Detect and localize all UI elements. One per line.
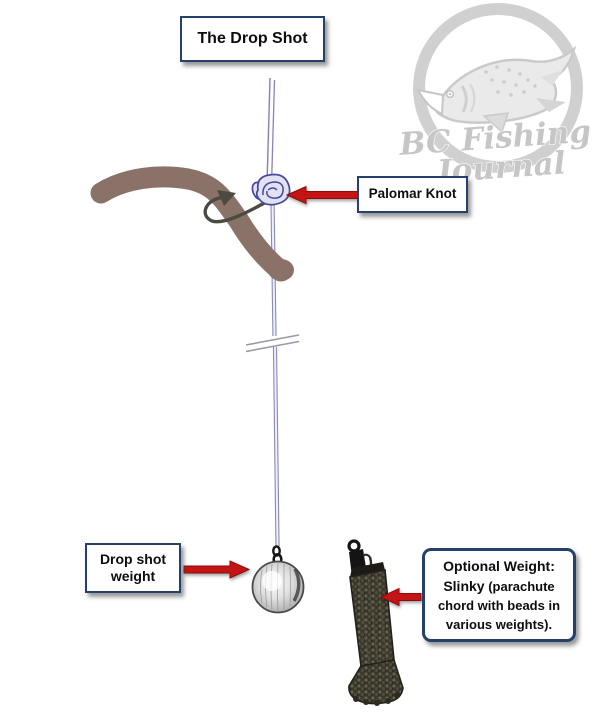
hook-icon xyxy=(203,190,270,224)
fish-icon xyxy=(416,45,577,134)
worm-graphic xyxy=(90,166,294,282)
optional-weight-line3: chord with beads in xyxy=(437,597,561,613)
slinky-arrow xyxy=(379,587,422,607)
line-break-mark xyxy=(245,334,300,353)
dropshot-arrow xyxy=(183,560,251,579)
diagram-title: The Drop Shot xyxy=(197,30,308,47)
palomar-knot-text: Palomar Knot xyxy=(368,186,457,202)
palomar-knot-graphic xyxy=(251,173,291,206)
optional-weight-line4: various weights). xyxy=(445,616,553,632)
palomar-arrow xyxy=(285,185,359,205)
optional-weight-line2: Slinky (parachute xyxy=(443,576,554,597)
optional-weight-parachute: (parachute xyxy=(484,578,555,594)
fishing-line-upper xyxy=(265,77,276,187)
logo-watermark: BC Fishing Journal xyxy=(397,3,593,191)
optional-weight-line1: Optional Weight: xyxy=(443,557,555,574)
slinky-weight-graphic xyxy=(347,539,404,706)
optional-weight-slinky: Slinky xyxy=(443,577,485,594)
title-box: The Drop Shot xyxy=(180,16,325,62)
dropshot-weight-graphic xyxy=(251,545,305,614)
dropshot-weight-text-line1: Drop shot xyxy=(99,550,167,567)
optional-weight-label: Optional Weight: Slinky (parachute chord… xyxy=(422,548,576,642)
dropshot-weight-label: Drop shot weight xyxy=(85,543,181,593)
dropshot-weight-text-line2: weight xyxy=(110,568,156,584)
palomar-knot-label: Palomar Knot xyxy=(357,176,468,213)
